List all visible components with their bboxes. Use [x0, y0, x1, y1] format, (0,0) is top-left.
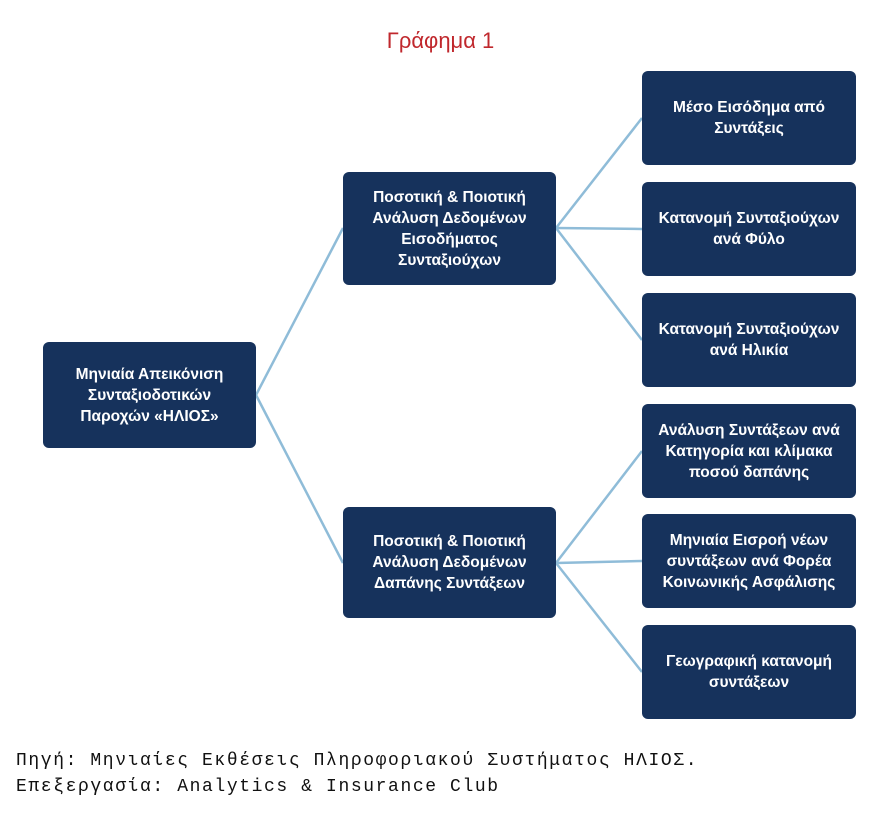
connector-root-income: [254, 227, 345, 396]
source-note: Πηγή: Μηνιαίες Εκθέσεις Πληροφοριακού Συ…: [16, 748, 698, 800]
connector-expense-by-category: [555, 450, 643, 564]
node-by-category-line: Ανάλυση Συντάξεων ανά: [658, 421, 840, 439]
node-by-gender-line: Κατανομή Συνταξιούχων: [658, 210, 840, 227]
connector-income-avg-income: [555, 117, 643, 229]
node-income-line: Εισοδήματος: [401, 230, 498, 248]
node-by-category-line: ποσού δαπάνης: [688, 463, 810, 481]
node-expense-line: Ποσοτική & Ποιοτική: [373, 533, 526, 550]
node-income-line: Ποσοτική & Ποιοτική: [373, 188, 526, 206]
connector-income-by-age: [555, 227, 643, 341]
node-avg-income-line: Μέσο Εισόδημα από: [672, 99, 826, 116]
node-avg-income: Μέσο Εισόδημα από Συντάξεις: [642, 71, 856, 165]
node-by-age-line: Κατανομή Συνταξιούχων: [658, 321, 840, 338]
node-income-analysis: Ποσοτική & Ποιοτική Ανάλυση Δεδομένων Ει…: [343, 172, 556, 285]
node-geographic-line: συντάξεων: [708, 674, 790, 691]
node-new-inflow-line: Κοινωνικής Ασφάλισης: [662, 573, 836, 591]
node-new-inflow: Μηνιαία Εισροή νέων συντάξεων ανά Φορέα …: [642, 514, 856, 608]
connector-expense-new-inflow: [555, 559, 643, 565]
node-income-line: Συνταξιούχων: [398, 251, 501, 269]
connector-root-expense: [254, 394, 345, 564]
node-by-category-line: Κατηγορία και κλίμακα: [665, 442, 833, 460]
connector-income-by-gender: [555, 226, 643, 231]
node-geographic: Γεωγραφική κατανομή συντάξεων: [642, 625, 856, 719]
node-expense-analysis: Ποσοτική & Ποιοτική Ανάλυση Δεδομένων Δα…: [343, 507, 556, 618]
node-new-inflow-line: συντάξεων ανά Φορέα: [666, 552, 832, 570]
node-root-line: Παροχών «ΗΛΙΟΣ»: [80, 407, 219, 425]
node-by-gender-line: ανά Φύλο: [713, 231, 785, 248]
node-by-gender: Κατανομή Συνταξιούχων ανά Φύλο: [642, 182, 856, 276]
node-by-category: Ανάλυση Συντάξεων ανά Κατηγορία και κλίμ…: [642, 404, 856, 498]
node-root-line: Μηνιαία Απεικόνιση: [75, 365, 224, 383]
source-line: Πηγή: Μηνιαίες Εκθέσεις Πληροφοριακού Συ…: [16, 751, 699, 771]
node-by-age: Κατανομή Συνταξιούχων ανά Ηλικία: [642, 293, 856, 387]
node-avg-income-line: Συντάξεις: [714, 120, 784, 137]
node-income-line: Ανάλυση Δεδομένων: [372, 209, 527, 227]
node-geographic-line: Γεωγραφική κατανομή: [665, 653, 833, 670]
node-root-line: Συνταξιοδοτικών: [87, 386, 212, 404]
node-by-age-line: ανά Ηλικία: [709, 342, 789, 359]
node-root: Μηνιαία Απεικόνιση Συνταξιοδοτικών Παροχ…: [43, 342, 256, 448]
diagram-title: Γράφημα 1: [386, 28, 495, 53]
node-expense-line: Δαπάνης Συντάξεων: [373, 575, 526, 592]
node-expense-line: Ανάλυση Δεδομένων: [372, 554, 527, 571]
node-new-inflow-line: Μηνιαία Εισροή νέων: [669, 531, 829, 549]
processing-line: Επεξεργασία: Analytics & Insurance Club: [16, 777, 500, 797]
connector-expense-geographic: [555, 562, 643, 673]
